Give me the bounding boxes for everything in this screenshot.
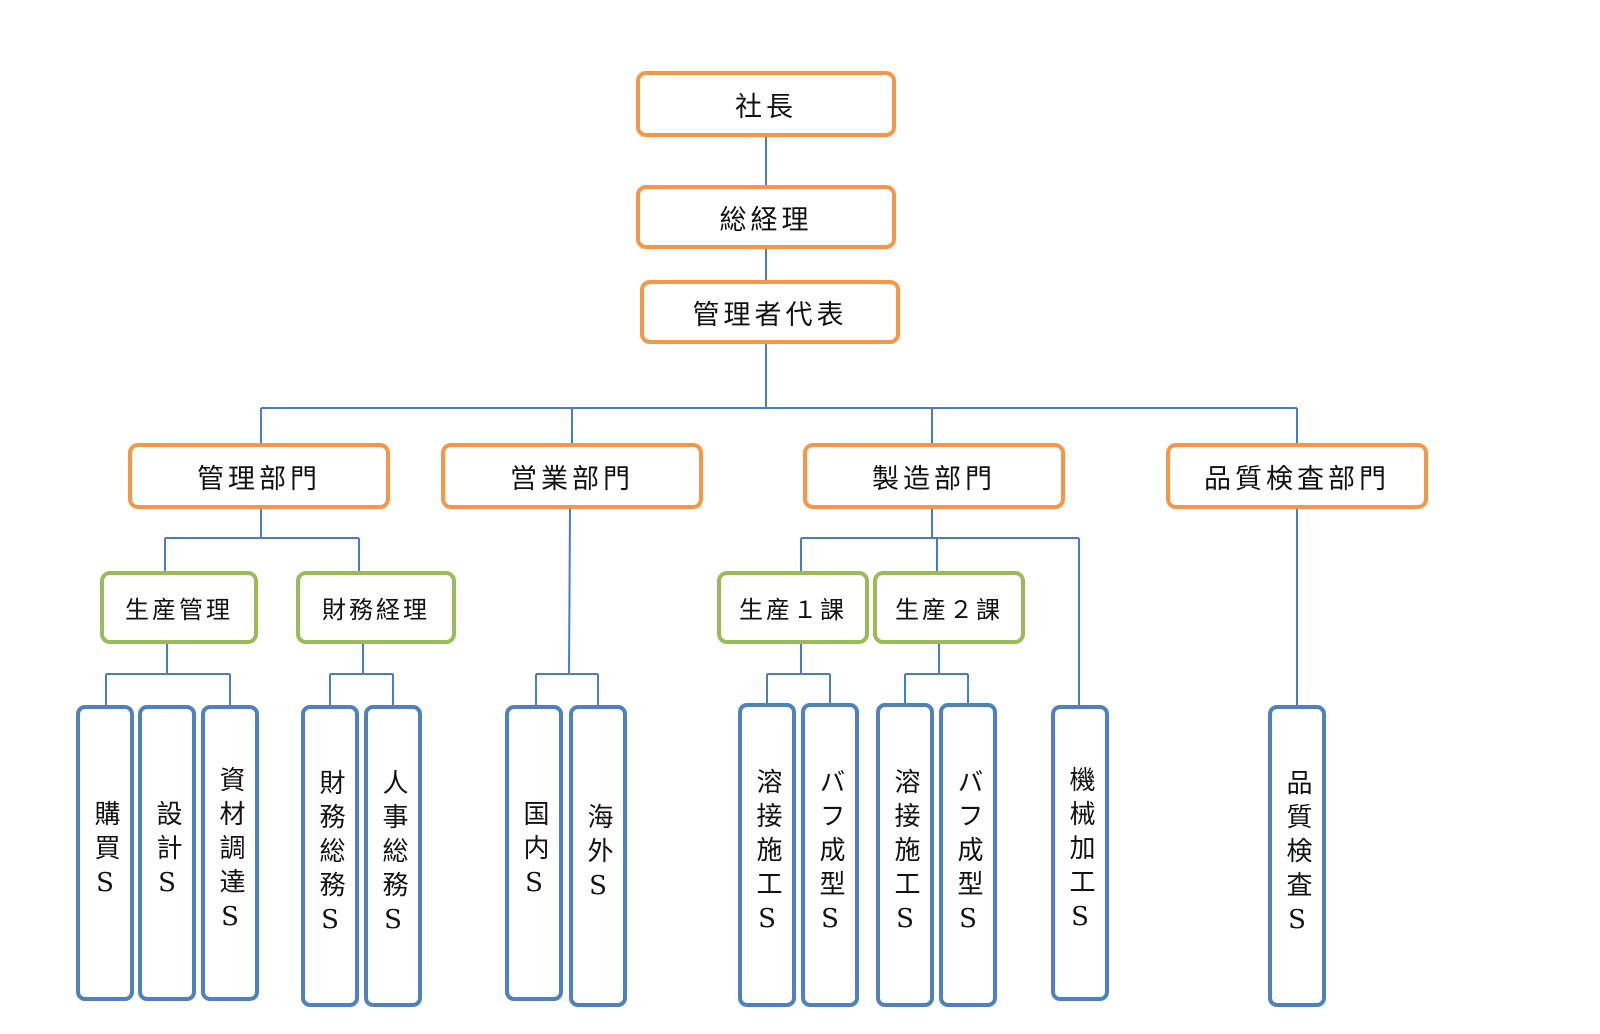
unit-welding-2-box: 溶接施工S — [876, 703, 934, 1007]
unit-domestic-box: 国内S — [505, 705, 563, 1001]
unit-welding-1-label: 溶接施工S — [752, 768, 782, 942]
unit-purchasing-label: 購買S — [90, 800, 120, 906]
unit-welding-2-label: 溶接施工S — [890, 768, 920, 942]
management-representative-box: 管理者代表 — [640, 280, 900, 344]
connector-line — [568, 508, 571, 675]
unit-buffing-1-label: バフ成型S — [815, 768, 845, 942]
quality-inspection-department-box: 品質検査部門 — [1166, 443, 1428, 509]
sales-department-label: 営業部門 — [510, 463, 634, 495]
administration-department-label: 管理部門 — [197, 463, 321, 495]
manufacturing-department-label: 製造部門 — [872, 463, 996, 495]
production-section-1-label: 生産１課 — [739, 596, 847, 624]
unit-domestic-label: 国内S — [519, 800, 549, 906]
unit-machining-label: 機械加工S — [1065, 766, 1095, 940]
administration-department-box: 管理部門 — [128, 443, 390, 509]
unit-overseas-box: 海外S — [569, 705, 627, 1007]
manufacturing-department-box: 製造部門 — [803, 443, 1065, 509]
unit-design-label: 設計S — [152, 800, 182, 906]
production-section-2-box: 生産２課 — [873, 571, 1025, 644]
finance-box: 財務経理 — [296, 571, 456, 644]
production-section-1-box: 生産１課 — [717, 571, 869, 644]
unit-financial-affairs-label: 財務総務S — [315, 769, 345, 943]
unit-buffing-2-box: バフ成型S — [939, 703, 997, 1007]
sales-department-box: 営業部門 — [441, 443, 703, 509]
unit-hr-affairs-box: 人事総務S — [364, 705, 422, 1007]
unit-quality-inspection-box: 品質検査S — [1268, 705, 1326, 1007]
president-label: 社長 — [735, 91, 797, 123]
management-representative-label: 管理者代表 — [692, 299, 848, 331]
unit-materials-procurement-box: 資材調達S — [201, 705, 259, 1001]
general-manager-label: 総経理 — [719, 204, 813, 236]
unit-financial-affairs-box: 財務総務S — [301, 705, 359, 1007]
unit-welding-1-box: 溶接施工S — [738, 703, 796, 1007]
unit-design-box: 設計S — [138, 705, 196, 1001]
unit-materials-procurement-label: 資材調達S — [215, 766, 245, 940]
production-management-box: 生産管理 — [100, 571, 258, 644]
production-management-label: 生産管理 — [125, 596, 233, 624]
president-box: 社長 — [636, 71, 896, 137]
unit-quality-inspection-label: 品質検査S — [1282, 769, 1312, 943]
production-section-2-label: 生産２課 — [895, 596, 1003, 624]
unit-buffing-2-label: バフ成型S — [953, 768, 983, 942]
unit-purchasing-box: 購買S — [76, 705, 134, 1001]
unit-hr-affairs-label: 人事総務S — [378, 769, 408, 943]
general-manager-box: 総経理 — [636, 185, 896, 249]
unit-buffing-1-box: バフ成型S — [801, 703, 859, 1007]
quality-inspection-department-label: 品質検査部門 — [1204, 463, 1390, 495]
finance-label: 財務経理 — [322, 596, 430, 624]
unit-machining-box: 機械加工S — [1051, 705, 1109, 1001]
unit-overseas-label: 海外S — [583, 803, 613, 909]
